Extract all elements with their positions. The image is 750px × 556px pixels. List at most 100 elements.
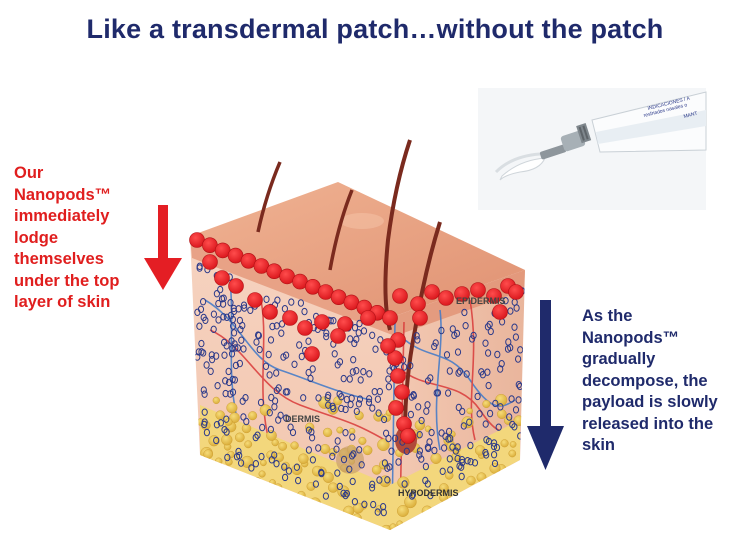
payload-particle: [356, 395, 364, 403]
nanopod: [410, 296, 426, 312]
fat-cell: [489, 462, 501, 474]
payload-particle: [235, 447, 242, 456]
payload-particle: [229, 388, 237, 396]
payload-particle: [325, 401, 332, 409]
payload-particle: [386, 463, 393, 471]
fat-cell: [430, 452, 442, 464]
payload-particle: [305, 446, 312, 454]
payload-particle: [504, 345, 512, 353]
fat-cell: [291, 464, 303, 475]
payload-particle: [201, 390, 208, 398]
payload-particle: [202, 316, 209, 324]
payload-particle: [479, 371, 486, 379]
fat-cell: [247, 528, 257, 530]
right-annotation-line: gradually: [582, 350, 656, 368]
fat-cell: [476, 472, 487, 483]
fat-cell: [298, 453, 309, 464]
payload-particle: [476, 410, 483, 418]
nanopod: [394, 384, 410, 400]
payload-particle: [214, 382, 221, 390]
payload-particle: [403, 447, 410, 455]
payload-particle: [334, 437, 341, 445]
payload-particle: [295, 476, 302, 485]
payload-particle: [330, 317, 337, 325]
fat-cell: [226, 402, 238, 414]
fat-cell: [381, 524, 391, 530]
payload-particle: [340, 489, 347, 497]
fat-cell: [241, 423, 252, 434]
payload-particle: [283, 414, 290, 422]
payload-particle: [506, 413, 513, 421]
fat-cell: [248, 411, 258, 421]
fat-cell: [475, 511, 484, 520]
payload-particle: [267, 336, 275, 344]
payload-particle: [215, 299, 222, 308]
payload-particle: [209, 355, 216, 364]
fat-cell: [514, 469, 521, 477]
payload-particle: [347, 335, 354, 343]
nanopod-particles: [189, 232, 524, 444]
payload-particle: [369, 480, 376, 488]
payload-particle: [458, 472, 465, 481]
left-annotation-line: layer of skin: [14, 293, 111, 311]
fat-cell: [198, 503, 209, 514]
payload-particle: [486, 320, 493, 329]
payload-particle: [221, 351, 228, 359]
payload-particle: [427, 374, 434, 382]
payload-particle: [222, 389, 229, 398]
payload-particle: [301, 307, 308, 316]
payload-particle: [196, 264, 203, 272]
payload-particle: [340, 455, 348, 464]
payload-particle: [239, 397, 246, 405]
left-annotation-line: lodge: [14, 228, 58, 247]
payload-particle: [323, 329, 330, 337]
fat-cell: [214, 457, 223, 465]
payload-particle: [322, 492, 329, 500]
payload-particle: [309, 365, 316, 373]
payload-particle: [497, 365, 504, 373]
fat-cell: [416, 530, 424, 538]
nanopod: [382, 310, 398, 326]
epidermis-label: EPIDERMIS: [456, 296, 506, 306]
payload-particle: [217, 419, 224, 427]
payload-particle: [482, 448, 489, 457]
fat-cell: [362, 445, 373, 456]
fat-cell: [389, 523, 397, 530]
payload-particle: [408, 492, 416, 500]
payload-particle: [348, 394, 355, 402]
fat-cell: [358, 436, 367, 445]
payload-particle: [228, 337, 235, 345]
fat-cell: [243, 476, 254, 487]
payload-particle: [458, 456, 466, 464]
payload-particle: [454, 348, 462, 356]
fat-cell: [212, 396, 220, 405]
payload-particle: [372, 345, 379, 353]
payload-particle: [273, 369, 280, 377]
payload-particle: [274, 296, 281, 304]
payload-particle: [312, 480, 319, 488]
payload-particle: [315, 394, 322, 402]
payload-particle: [446, 427, 453, 436]
payload-particle: [331, 350, 338, 358]
fat-cell: [352, 513, 362, 523]
fat-cell: [220, 509, 228, 517]
payload-particle: [407, 410, 414, 419]
fat-cell: [260, 459, 267, 467]
payload-particle: [238, 336, 245, 344]
payload-particle: [283, 351, 290, 359]
payload-particle: [227, 299, 234, 307]
fat-cell: [395, 528, 408, 530]
payload-particle: [333, 445, 340, 453]
payload-particle: [466, 418, 473, 426]
fat-cell: [234, 432, 245, 443]
payload-particle: [401, 363, 408, 371]
payload-particle: [515, 355, 522, 363]
right-annotation-line: As the: [582, 307, 633, 325]
payload-particle: [482, 339, 489, 347]
payload-particle: [353, 335, 360, 343]
fat-cell: [432, 526, 442, 530]
payload-particle: [482, 420, 489, 428]
payload-particle: [224, 453, 231, 462]
fat-cell: [486, 489, 498, 501]
payload-particle: [446, 367, 453, 375]
